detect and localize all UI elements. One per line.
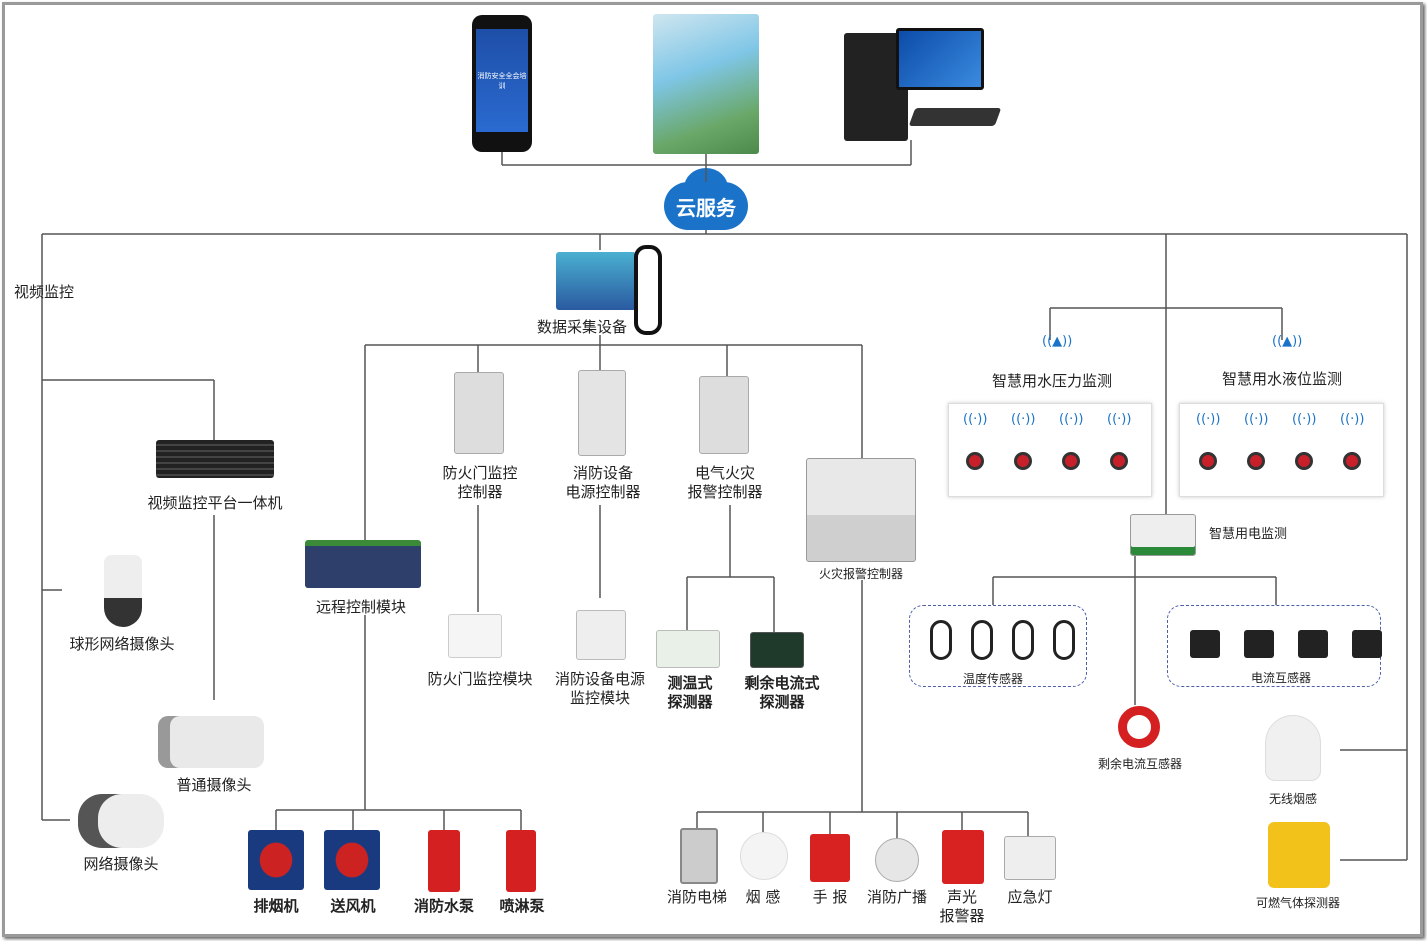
pressure-sensor-icon	[966, 452, 984, 470]
door-module-label: 防火门监控模块	[427, 670, 533, 688]
antenna-icon: ((▲))	[1272, 334, 1303, 349]
wifi-icon: ((·))	[1011, 412, 1036, 427]
temp-sensor-group	[909, 605, 1087, 687]
pressure-sensor-icon	[1062, 452, 1080, 470]
water-level-label: 智慧用水液位监测	[1221, 370, 1343, 388]
fire-elevator-label: 消防电梯	[666, 888, 728, 906]
data-collector-icon	[556, 252, 636, 310]
gas-detector-label: 可燃气体探测器	[1255, 896, 1341, 910]
wireless-smoke-label: 无线烟感	[1268, 792, 1318, 806]
pressure-sensor-icon	[1110, 452, 1128, 470]
residual-ct-icon	[1118, 706, 1160, 748]
power-module-icon	[576, 610, 626, 660]
electric-fire-controller-label: 电气火灾报警控制器	[687, 464, 763, 501]
wifi-icon: ((·))	[1107, 412, 1132, 427]
door-controller-icon	[454, 372, 504, 454]
gas-detector-icon	[1268, 822, 1330, 888]
fire-elevator-icon	[680, 828, 718, 884]
current-transformer-icon	[1244, 630, 1274, 658]
smoke-label: 烟 感	[745, 888, 781, 906]
smart-electricity-meter-icon	[1130, 514, 1196, 556]
level-sensor-icon	[1247, 452, 1265, 470]
fire-alarm-controller-label: 火灾报警控制器	[818, 567, 904, 581]
sound-light-alarm-icon	[942, 830, 984, 884]
data-collector-label: 数据采集设备	[536, 318, 628, 336]
wifi-icon: ((·))	[1059, 412, 1084, 427]
temperature-sensor-icon	[1053, 620, 1075, 660]
remote-control-module-label: 远程控制模块	[315, 598, 407, 616]
video-monitor-label: 视频监控	[13, 283, 75, 301]
current-transformer-icon	[1190, 630, 1220, 658]
network-camera-icon	[78, 794, 164, 848]
keyboard-icon	[908, 108, 1002, 126]
supply-fan-icon	[324, 830, 380, 890]
power-controller-label: 消防设备电源控制器	[565, 464, 641, 501]
wifi-icon: ((·))	[1340, 412, 1365, 427]
door-controller-label: 防火门监控控制器	[442, 464, 518, 501]
fire-broadcast-label: 消防广播	[866, 888, 928, 906]
level-sensor-icon	[1199, 452, 1217, 470]
emergency-light-label: 应急灯	[1007, 888, 1053, 906]
temp-detector-label: 测温式探测器	[667, 674, 713, 711]
nvr-icon	[156, 440, 274, 478]
smoke-detector-icon	[740, 832, 788, 880]
pressure-sensor-icon	[1014, 452, 1032, 470]
bullet-camera-label: 普通摄像头	[176, 776, 252, 794]
smoke-exhaust-fan-icon	[248, 830, 304, 890]
bullet-camera-icon	[158, 716, 264, 768]
emergency-light-icon	[1004, 836, 1056, 880]
fire-pump-label: 消防水泵	[413, 897, 475, 915]
wifi-icon: ((·))	[963, 412, 988, 427]
power-module-label: 消防设备电源监控模块	[554, 670, 646, 707]
residual-detector-label: 剩余电流式探测器	[744, 674, 820, 711]
door-module-icon	[448, 614, 502, 658]
temperature-sensor-icon	[930, 620, 952, 660]
wifi-icon: ((·))	[1196, 412, 1221, 427]
dome-camera-label: 球形网络摄像头	[69, 635, 175, 653]
level-sensor-group	[1179, 403, 1384, 497]
sprinkler-pump-label: 喷淋泵	[499, 897, 545, 915]
phone-icon: 消防安全全会培训	[472, 15, 532, 152]
current-transformer-icon	[1298, 630, 1328, 658]
pressure-sensor-group	[948, 403, 1152, 497]
fire-pump-icon	[428, 830, 460, 892]
wifi-icon: ((·))	[1292, 412, 1317, 427]
residual-detector-icon	[750, 632, 804, 668]
sprinkler-pump-icon	[506, 830, 536, 892]
supply-fan-label: 送风机	[330, 897, 376, 915]
smart-electricity-label: 智慧用电监测	[1208, 527, 1288, 542]
smoke-exhaust-fan-label: 排烟机	[253, 897, 299, 915]
manual-alarm-icon	[810, 834, 850, 882]
monitor-icon	[896, 28, 984, 90]
sound-light-alarm-label: 声光 报警器	[939, 888, 985, 925]
fire-alarm-controller-icon	[806, 458, 916, 562]
antenna-icon: ((▲))	[1042, 334, 1073, 349]
phone-screen: 消防安全全会培训	[476, 29, 528, 132]
ct-label: 电流互感器	[1250, 671, 1312, 685]
dome-camera-icon	[104, 555, 142, 627]
temperature-sensor-icon	[971, 620, 993, 660]
residual-ct-label: 剩余电流互感器	[1097, 757, 1183, 771]
temp-detector-icon	[656, 630, 720, 668]
remote-control-module-icon	[305, 540, 421, 588]
wireless-smoke-icon	[1265, 715, 1321, 781]
current-transformer-icon	[1352, 630, 1382, 658]
nvr-label: 视频监控平台一体机	[147, 494, 283, 512]
power-controller-icon	[578, 370, 626, 456]
wifi-icon: ((·))	[1244, 412, 1269, 427]
network-camera-label: 网络摄像头	[83, 855, 159, 873]
cloud-service: 云服务	[664, 168, 748, 230]
temp-sensor-label: 温度传感器	[962, 672, 1024, 686]
level-sensor-icon	[1295, 452, 1313, 470]
water-pressure-label: 智慧用水压力监测	[991, 372, 1113, 390]
building-3d-icon	[653, 14, 759, 154]
level-sensor-icon	[1343, 452, 1361, 470]
cable-icon	[634, 245, 662, 335]
electric-fire-controller-icon	[699, 376, 749, 454]
manual-alarm-label: 手 报	[812, 888, 848, 906]
fire-broadcast-icon	[875, 838, 919, 882]
temperature-sensor-icon	[1012, 620, 1034, 660]
